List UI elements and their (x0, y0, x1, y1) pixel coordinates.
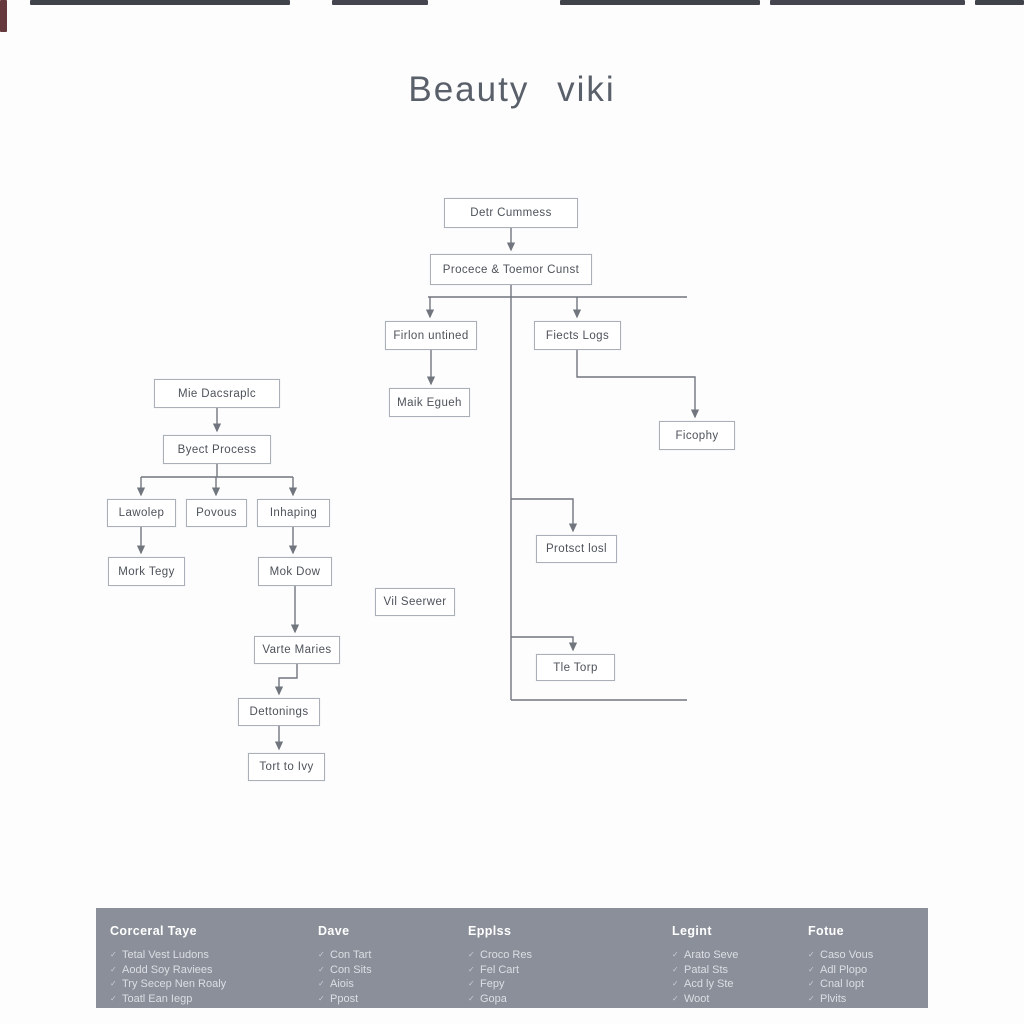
footer-link-list: ✓ Arato Seve ✓ Patal Sts ✓ Acd ly Ste ✓ Woot (672, 948, 738, 1006)
footer-link-list: ✓ Tetal Vest Ludons ✓ Aodd Soy Raviees ✓ Try … (110, 948, 226, 1006)
flow-node-tle-torp: Tle Torp (536, 654, 615, 681)
footer-column-title: Dave (318, 924, 350, 938)
footer-link-label: Fepy (480, 978, 505, 990)
footer-link[interactable]: ✓ Woot (672, 992, 738, 1007)
footer-link-label: Con Tart (330, 949, 372, 961)
footer-link-label: Aodd Soy Raviees (122, 963, 213, 976)
edge-artifact (975, 0, 1024, 5)
footer-link-label: Acd ly Ste (684, 978, 734, 990)
footer-link-list: ✓ Caso Vous ✓ Adl Plopo ✓ Cnal Iopt ✓ Plvits (808, 948, 873, 1006)
footer-link[interactable]: ✓ Tetal Vest Ludons (110, 948, 226, 963)
check-bullet-icon: ✓ (808, 979, 815, 988)
check-bullet-icon: ✓ (672, 964, 679, 974)
footer-link[interactable]: ✓ Arato Seve (672, 948, 738, 963)
flow-node-firlon-untined: Firlon untined (385, 321, 477, 350)
footer-column-title: Fotue (808, 924, 845, 938)
footer-link-label: Arato Seve (684, 949, 739, 961)
footer-link-label: Tetal Vest Ludons (122, 949, 209, 961)
check-bullet-icon: ✓ (110, 979, 117, 988)
footer-link[interactable]: ✓ Try Secep Nen Roaly (110, 977, 226, 992)
footer-link[interactable]: ✓ Aodd Soy Raviees (110, 963, 226, 978)
flow-node-mork-tegy: Mork Tegy (108, 557, 185, 586)
edge-artifact (0, 0, 7, 32)
footer-link-label: Try Secep Nen Roaly (122, 978, 227, 990)
check-bullet-icon: ✓ (672, 979, 679, 988)
flow-node-tort-to-ivy: Tort to Ivy (248, 753, 325, 781)
flow-node-protsct-losl: Protsct losl (536, 535, 617, 563)
check-bullet-icon: ✓ (468, 979, 475, 988)
footer-link[interactable]: ✓ Con Sits (318, 963, 372, 978)
flow-node-mok-dow: Mok Dow (258, 557, 332, 586)
footer-link[interactable]: ✓ Con Tart (318, 948, 372, 963)
check-bullet-icon: ✓ (318, 979, 325, 988)
footer-link-label: Aiois (330, 978, 354, 990)
flow-node-byect-process: Byect Process (163, 435, 271, 464)
edge-artifact (770, 0, 965, 5)
footer-link-list: ✓ Croco Res ✓ Fel Cart ✓ Fepy ✓ Gopa (468, 948, 532, 1006)
footer: Corceral Taye ✓ Tetal Vest Ludons ✓ Aodd Soy… (96, 908, 928, 1008)
footer-link[interactable]: ✓ Toatl Ean Iegp (110, 992, 226, 1007)
flow-node-lawolep: Lawolep (107, 499, 176, 527)
check-bullet-icon: ✓ (110, 964, 117, 974)
flow-node-inhaping: Inhaping (257, 499, 330, 527)
edge-artifact (560, 0, 760, 5)
flow-node-dettonings: Dettonings (238, 698, 320, 726)
check-bullet-icon: ✓ (318, 993, 325, 1003)
flow-node-maik-egueh: Maik Egueh (389, 388, 470, 417)
check-bullet-icon: ✓ (468, 993, 475, 1003)
footer-link[interactable]: ✓ Fepy (468, 977, 532, 992)
flow-node-fiects-logs: Fiects Logs (534, 321, 621, 350)
flow-node-procece-cunst: Procece & Toemor Cunst (430, 254, 592, 285)
footer-link-label: Caso Vous (820, 949, 874, 961)
check-bullet-icon: ✓ (468, 964, 475, 974)
footer-link[interactable]: ✓ Aiois (318, 977, 372, 992)
flow-node-vil-seerwer: Vil Seerwer (375, 588, 455, 616)
check-bullet-icon: ✓ (468, 950, 475, 959)
footer-link-label: Plvits (820, 992, 847, 1005)
footer-link[interactable]: ✓ Ppost (318, 992, 372, 1007)
footer-link[interactable]: ✓ Fel Cart (468, 963, 532, 978)
footer-link-label: Fel Cart (480, 963, 520, 976)
footer-link-label: Ppost (330, 992, 359, 1005)
footer-column-title: Legint (672, 924, 712, 938)
edge-artifact (30, 0, 290, 5)
check-bullet-icon: ✓ (808, 964, 815, 974)
page-title: Beauty viki (408, 70, 616, 109)
footer-link[interactable]: ✓ Plvits (808, 992, 873, 1007)
footer-link[interactable]: ✓ Adl Plopo (808, 963, 873, 978)
check-bullet-icon: ✓ (808, 950, 815, 959)
footer-link[interactable]: ✓ Caso Vous (808, 948, 873, 963)
footer-link-label: Adl Plopo (820, 963, 868, 976)
check-bullet-icon: ✓ (110, 950, 117, 959)
check-bullet-icon: ✓ (318, 964, 325, 974)
footer-link[interactable]: ✓ Acd ly Ste (672, 977, 738, 992)
check-bullet-icon: ✓ (808, 993, 815, 1003)
footer-link-label: Cnal Iopt (820, 978, 865, 990)
footer-link-label: Woot (684, 992, 710, 1005)
check-bullet-icon: ✓ (672, 993, 679, 1003)
check-bullet-icon: ✓ (672, 950, 679, 959)
footer-link-label: Toatl Ean Iegp (122, 992, 193, 1005)
flow-node-ficophy: Ficophy (659, 421, 735, 450)
footer-column-title: Epplss (468, 924, 512, 938)
footer-link-label: Croco Res (480, 949, 532, 961)
footer-link-label: Con Sits (330, 963, 372, 976)
edge-artifact (332, 0, 428, 5)
footer-link-list: ✓ Con Tart ✓ Con Sits ✓ Aiois ✓ Ppost (318, 948, 372, 1006)
footer-link[interactable]: ✓ Patal Sts (672, 963, 738, 978)
footer-link[interactable]: ✓ Cnal Iopt (808, 977, 873, 992)
flow-node-mie-dacsraplc: Mie Dacsraplc (154, 379, 280, 408)
footer-column-title: Corceral Taye (110, 924, 197, 938)
footer-link-label: Gopa (480, 992, 507, 1005)
check-bullet-icon: ✓ (318, 950, 325, 959)
flow-node-povous: Povous (186, 499, 247, 527)
footer-link-label: Patal Sts (684, 963, 729, 976)
flow-node-varte-maries: Varte Maries (254, 636, 340, 664)
footer-link[interactable]: ✓ Gopa (468, 992, 532, 1007)
footer-link[interactable]: ✓ Croco Res (468, 948, 532, 963)
check-bullet-icon: ✓ (110, 993, 117, 1003)
flow-node-detr-cummess: Detr Cummess (444, 198, 578, 228)
